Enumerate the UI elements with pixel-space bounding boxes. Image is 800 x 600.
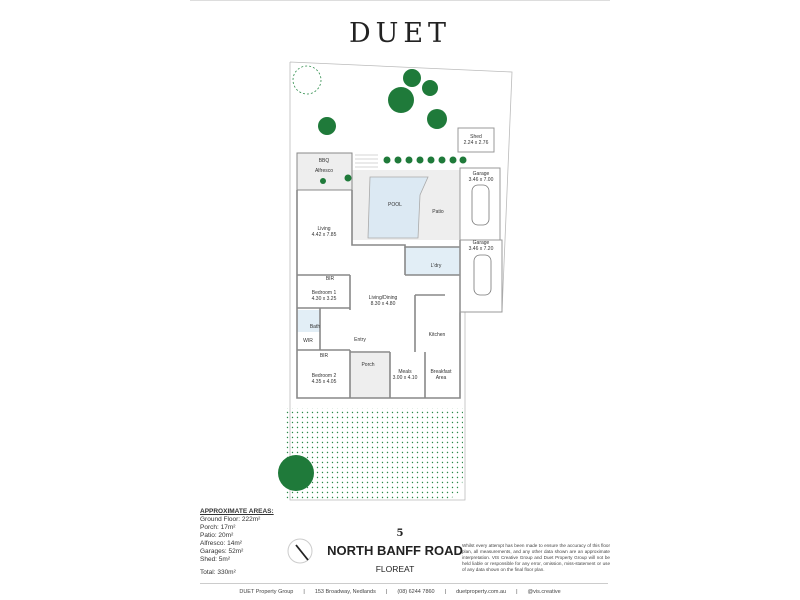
room-dims: 3.46 x 7.00 xyxy=(468,177,494,183)
room-dims: 3.00 x 4.10 xyxy=(392,375,418,381)
room-name: Garage xyxy=(472,171,490,177)
bath-area xyxy=(297,310,320,332)
room-name: Living xyxy=(317,226,331,232)
suburb: FLOREAT xyxy=(375,564,415,574)
alfresco xyxy=(296,152,353,191)
pool-label: POOL xyxy=(388,202,402,208)
area-total: Total: 330m² xyxy=(200,569,236,576)
car-icons xyxy=(471,184,492,296)
area-item: Shed: 5m² xyxy=(200,556,230,563)
footer-address: 153 Broadway, Nedlands xyxy=(314,589,376,595)
areas-summary: APPROXIMATE AREAS: Ground Floor: 222m² P… xyxy=(200,508,274,577)
footer: DUET Property Group | 153 Broadway, Nedlan… xyxy=(0,589,800,595)
bath-label: Bath xyxy=(309,324,321,330)
room-dims: 3.46 x 7.20 xyxy=(468,246,494,252)
room-name: Living/Dining xyxy=(368,295,398,301)
porch-area xyxy=(350,353,390,398)
room-name: Bedroom 1 xyxy=(311,290,337,296)
footer-company: DUET Property Group xyxy=(239,589,294,595)
patio-label: Patio xyxy=(432,209,444,215)
footer-social: @vis.creative xyxy=(527,589,561,595)
area-item: Ground Floor: 222m² xyxy=(200,516,261,523)
kitchen-label: Kitchen xyxy=(428,332,446,338)
shed xyxy=(457,127,495,153)
front-garden xyxy=(285,408,463,500)
laundry-area xyxy=(405,247,460,275)
area-item: Garages: 52m² xyxy=(200,548,244,555)
entry-label: Entry xyxy=(354,337,366,343)
room-name: Garage xyxy=(472,240,490,246)
top-divider xyxy=(190,0,610,1)
tree-outline-icon xyxy=(292,65,322,95)
bir1-label: BIR xyxy=(325,276,335,282)
room-dims: 4.42 x 7.85 xyxy=(311,232,337,238)
street-name: NORTH BANFF ROAD xyxy=(327,543,463,558)
footer-divider xyxy=(200,583,608,584)
porch-label: Porch xyxy=(361,362,375,368)
compass-icon xyxy=(287,538,313,564)
disclaimer: Whilst every attempt has been made to en… xyxy=(462,543,610,572)
room-name: Meals xyxy=(398,369,412,375)
duet-logo: DUET xyxy=(348,18,452,49)
footer-phone: (08) 6244 7860 xyxy=(397,589,435,595)
area-item: Porch: 17m² xyxy=(200,524,236,531)
separator: | xyxy=(385,589,388,595)
room-name: Shed xyxy=(470,134,482,140)
room-dims: 4.35 x 4.05 xyxy=(311,379,337,385)
footer-website: duetproperty.com.au xyxy=(456,589,507,595)
room-name: Bedroom 2 xyxy=(311,373,337,379)
alfresco-label: Alfresco xyxy=(314,168,334,174)
separator: | xyxy=(516,589,518,595)
areas-heading: APPROXIMATE AREAS: xyxy=(200,508,274,515)
walls xyxy=(296,190,461,399)
separator: | xyxy=(303,589,305,595)
bir2-label: BIR xyxy=(319,353,329,359)
street-number: 5 xyxy=(396,528,404,539)
room-dims: 2.24 x 2.76 xyxy=(463,140,489,146)
room-dims: 8.30 x 4.80 xyxy=(370,301,396,307)
north-arrow xyxy=(295,544,309,561)
area-item: Alfresco: 14m² xyxy=(200,540,242,547)
area-item: Patio: 20m² xyxy=(200,532,234,539)
room-dims: 4.30 x 3.25 xyxy=(311,296,337,302)
bbq-label: BBQ xyxy=(318,158,330,164)
laundry-label: L'dry xyxy=(430,263,442,269)
breakfast-label: Breakfast Area xyxy=(430,369,452,381)
tree-icons xyxy=(278,69,467,491)
separator: | xyxy=(444,589,447,595)
wir-label: WIR xyxy=(303,338,313,344)
garages xyxy=(459,167,503,313)
pool xyxy=(367,176,429,239)
